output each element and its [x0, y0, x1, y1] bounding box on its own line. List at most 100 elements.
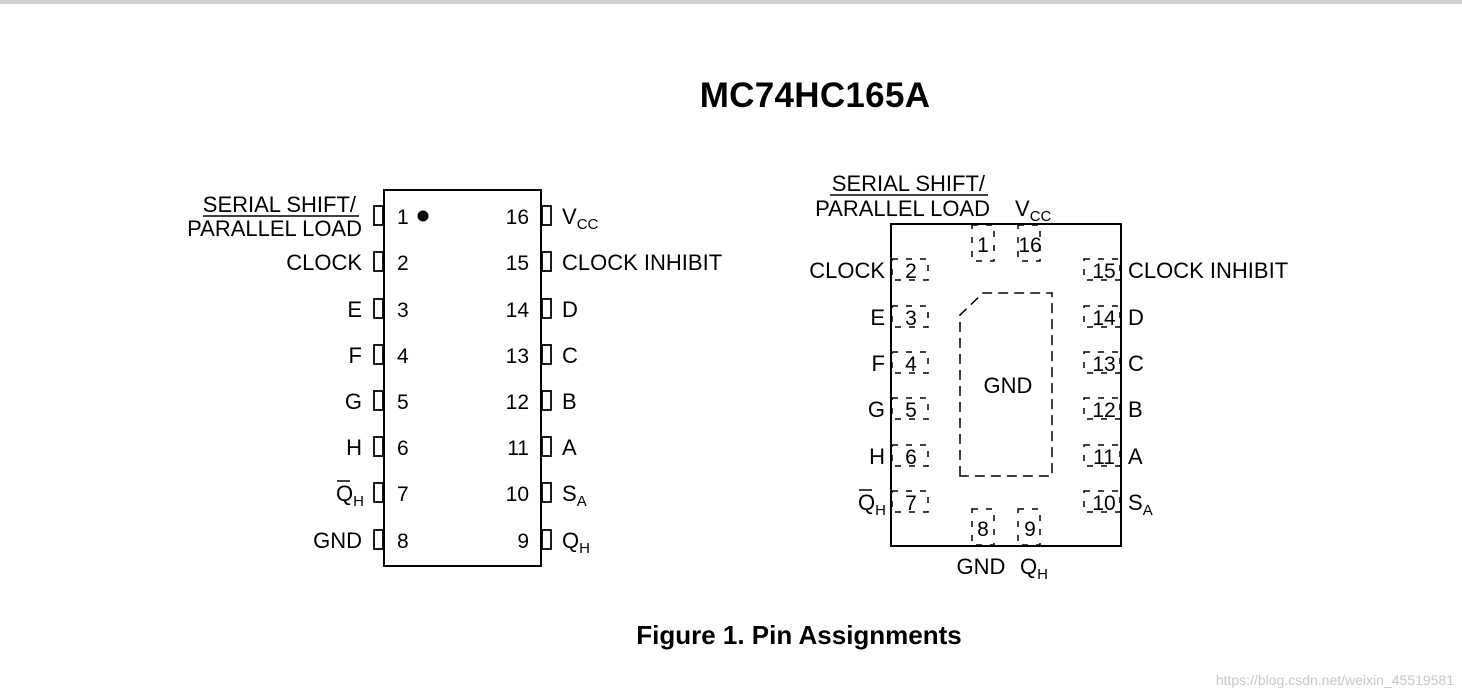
qfn-label-d: D: [1128, 305, 1144, 330]
dip-body: [383, 189, 542, 567]
label-sub-h: H: [1037, 566, 1048, 583]
qfn-pad: [1017, 508, 1041, 546]
qfn-pin-number: 8: [977, 518, 989, 541]
watermark: https://blog.csdn.net/weixin_45519581: [1215, 672, 1454, 688]
label-sub-cc: CC: [577, 216, 599, 233]
label-vcc: VCC: [562, 204, 599, 233]
qfn-pad: [1083, 351, 1121, 374]
qfn-pad: [1083, 490, 1121, 513]
figure-caption: Figure 1. Pin Assignments: [636, 620, 962, 650]
dip-pin-stub: [541, 251, 552, 272]
qfn-pin-number: 6: [905, 446, 917, 469]
qfn-label-clock: CLOCK: [809, 258, 885, 283]
dip-left-pins: [373, 205, 384, 550]
label-sub-cc: CC: [1030, 208, 1052, 225]
label-b: B: [562, 389, 577, 414]
qfn-label-qh: QH: [1020, 554, 1048, 583]
label-serial-shift: SERIAL SHIFT/: [203, 192, 357, 217]
label-clock-inhibit: CLOCK INHIBIT: [562, 250, 722, 275]
dip-pin-stub: [541, 436, 552, 457]
dip-pin-stub: [541, 344, 552, 365]
qfn-pad: [891, 258, 929, 281]
dip-pin-stub: [373, 344, 384, 365]
label-h: H: [346, 435, 362, 460]
dip-pin-stub: [373, 205, 384, 226]
dip-pin-stub: [541, 529, 552, 550]
dip-pin-number: 11: [507, 437, 529, 460]
label-sub-h: H: [579, 540, 590, 557]
dip-pin-number: 13: [506, 345, 529, 368]
qfn-pin-number: 13: [1092, 353, 1115, 376]
qfn-label-sa: SA: [1128, 490, 1153, 519]
label-v: V: [562, 204, 577, 229]
qfn-label-e: E: [870, 305, 885, 330]
dip-pin-stub: [541, 482, 552, 503]
qfn-label-a: A: [1128, 444, 1143, 469]
label-sub-a: A: [1143, 502, 1153, 519]
dip-pin-number: 7: [397, 483, 409, 506]
dip-package: 1 2 3 4 5 6 7 8 16 15 14 13 12 11 10 9 S…: [187, 189, 722, 567]
qfn-pad: [1083, 305, 1121, 328]
dip-pin-number: 9: [517, 530, 529, 553]
qfn-pin-number: 2: [905, 260, 917, 283]
qfn-pin-number: 14: [1092, 307, 1116, 330]
qfn-pad: [891, 351, 929, 374]
qfn-label-h: H: [869, 444, 885, 469]
dip-pin-number: 2: [397, 252, 409, 275]
label-qh-bar: QH: [336, 481, 364, 510]
label-q: Q: [562, 528, 579, 553]
label-g: G: [345, 389, 362, 414]
qfn-pin-number: 11: [1093, 446, 1115, 469]
label-q: Q: [336, 481, 353, 506]
qfn-pad: [1017, 224, 1041, 262]
qfn-pad: [1083, 444, 1121, 467]
qfn-left-pads: [891, 258, 929, 513]
dip-pin-stub: [373, 482, 384, 503]
qfn-pin-number: 7: [905, 492, 917, 515]
qfn-label-c: C: [1128, 351, 1144, 376]
label-clock: CLOCK: [286, 250, 362, 275]
qfn-pad: [971, 508, 995, 546]
dip-pin-number: 1: [397, 206, 409, 229]
dip-pin-number: 5: [397, 391, 409, 414]
dip-pin-number: 4: [397, 345, 409, 368]
chip-title: MC74HC165A: [699, 76, 931, 115]
qfn-body: [890, 223, 1122, 547]
dip-pin-number: 14: [506, 299, 530, 322]
qfn-pad: [1083, 258, 1121, 281]
qfn-label-qh-bar: QH: [858, 490, 886, 519]
qfn-label-f: F: [872, 351, 885, 376]
qfn-label-b: B: [1128, 397, 1143, 422]
dip-pin-number: 6: [397, 437, 409, 460]
qfn-label-clock-inhibit: CLOCK INHIBIT: [1128, 258, 1288, 283]
pad-label: GND: [984, 373, 1033, 398]
qfn-right-pads: [1083, 258, 1121, 513]
dip-pin-stub: [373, 390, 384, 411]
label-s: S: [562, 481, 577, 506]
label-gnd: GND: [313, 528, 362, 553]
label-q: Q: [858, 490, 875, 515]
qfn-pin-number: 15: [1092, 260, 1115, 283]
dip-pin-stub: [373, 298, 384, 319]
qfn-top-bottom-pads: [971, 224, 1041, 546]
dip-pin-number: 3: [397, 299, 409, 322]
label-sub-h: H: [353, 493, 364, 510]
qfn-pad: [971, 224, 995, 262]
label-a: A: [562, 435, 577, 460]
dip-pin-stub: [373, 436, 384, 457]
dip-pin-stub: [373, 251, 384, 272]
qfn-label-gnd: GND: [957, 554, 1006, 579]
qfn-pin-number: 3: [905, 307, 917, 330]
dip-pin-number: 15: [506, 252, 529, 275]
dip-pin-stub: [541, 390, 552, 411]
qfn-pad: [891, 444, 929, 467]
label-f: F: [349, 343, 362, 368]
qfn-pin-number: 1: [977, 234, 989, 257]
dip-pin-stub: [373, 529, 384, 550]
exposed-pad-outline: [959, 292, 1053, 477]
qfn-label-g: G: [868, 397, 885, 422]
qfn-pad: [891, 490, 929, 513]
qfn-pin-number: 4: [905, 353, 917, 376]
label-sa: SA: [562, 481, 587, 510]
qfn-label-parallel-load: PARALLEL LOAD: [815, 196, 990, 221]
